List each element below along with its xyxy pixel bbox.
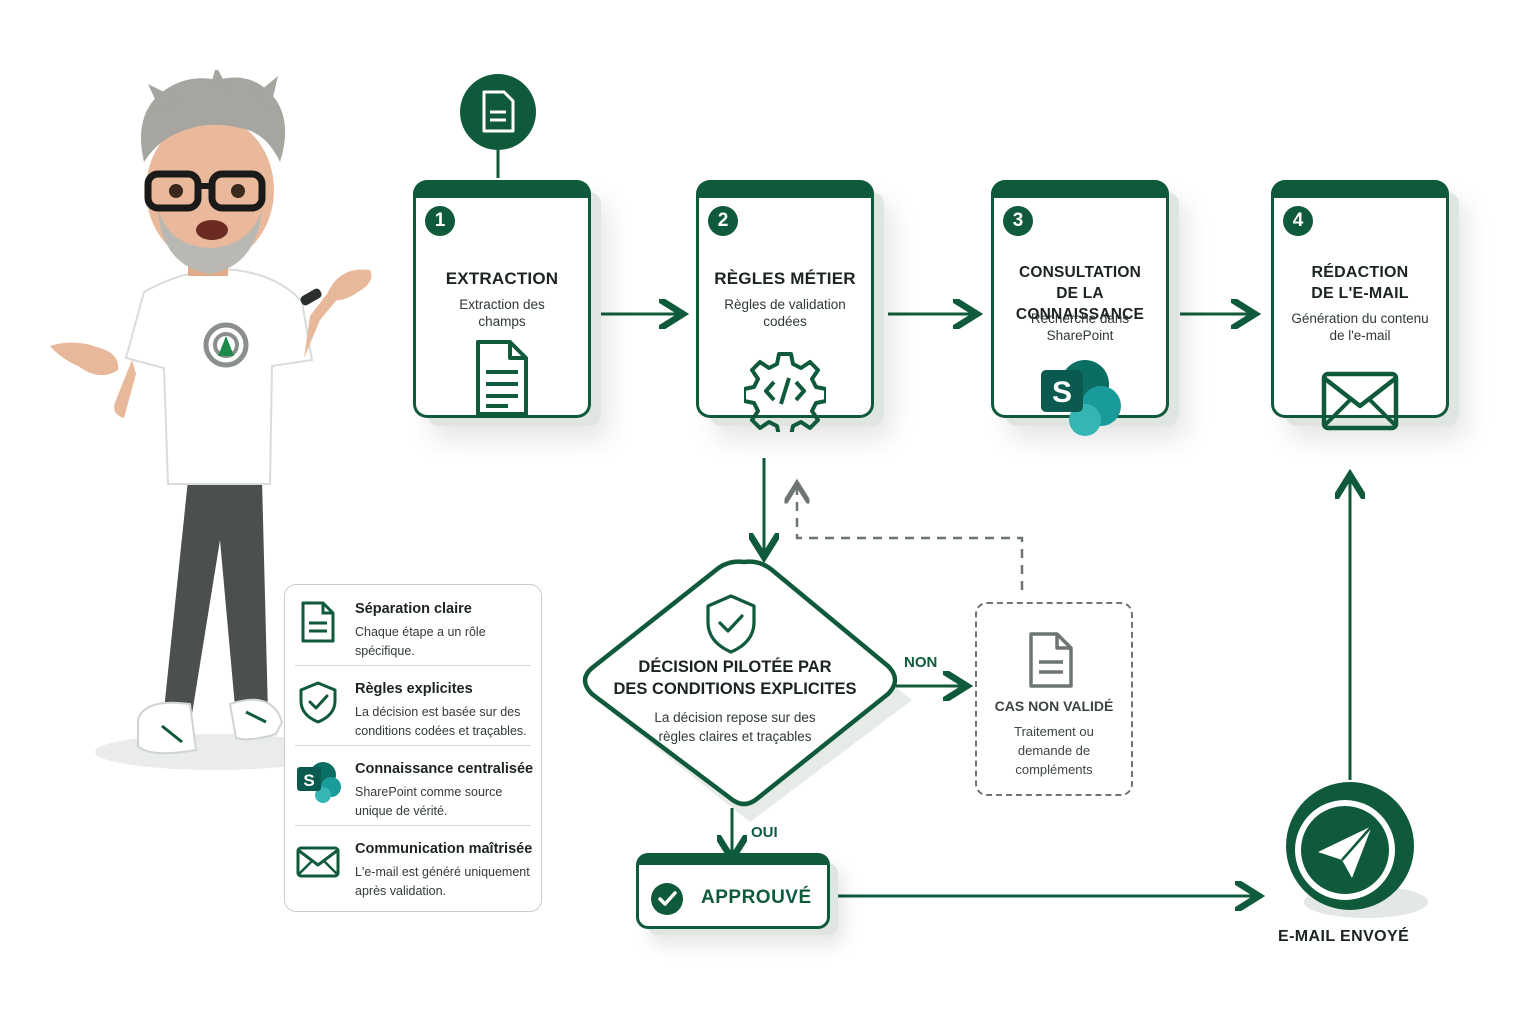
presenter-avatar — [50, 70, 372, 770]
legend-desc: Chaque étape a un rôle spécifique. — [355, 625, 486, 658]
send-badge — [1286, 782, 1428, 918]
paper-plane-icon — [1318, 825, 1373, 878]
approved-label: APPROUVÉ — [701, 887, 812, 908]
step-card-email-drafting: 4 RÉDACTION DE L'E-MAIL Génération du co… — [1271, 180, 1449, 431]
shield-check-icon — [706, 594, 756, 654]
step-title-line1: RÉDACTION — [1311, 264, 1409, 281]
legend-divider — [295, 665, 531, 666]
document-icon — [1029, 632, 1073, 688]
step-title: CONSULTATION DE LA CONNAISSANCE — [1002, 262, 1158, 325]
step-title-line2: DE L'E-MAIL — [1311, 285, 1409, 302]
arrow-rejected-loop — [797, 486, 1024, 590]
legend-item-communication: Communication maîtrisée L'e-mail est gén… — [285, 825, 543, 905]
step-title: RÉDACTION DE L'E-MAIL — [1282, 262, 1438, 304]
step-title: EXTRACTION — [445, 269, 559, 288]
legend-desc: L'e-mail est généré uniquement après val… — [355, 865, 530, 898]
step-number: 2 — [708, 206, 738, 236]
principles-legend: Séparation claire Chaque étape a un rôle… — [284, 584, 542, 912]
svg-text:S: S — [1052, 376, 1072, 409]
legend-desc: SharePoint comme source unique de vérité… — [355, 785, 503, 818]
envelope-icon — [296, 846, 340, 878]
step-subtitle: Extraction des champs — [459, 297, 545, 329]
legend-title: Connaissance centralisée — [355, 761, 534, 777]
legend-item-separation: Séparation claire Chaque étape a un rôle… — [285, 585, 543, 665]
legend-item-rules: Règles explicites La décision est basée … — [285, 665, 543, 745]
document-lines-icon — [476, 340, 528, 416]
document-icon — [301, 601, 335, 643]
rejected-subtitle: Traitement ou demande de compléments — [1014, 724, 1094, 777]
rejected-title: CAS NON VALIDÉ — [994, 698, 1114, 714]
step-subtitle: Règles de validation codées — [724, 297, 846, 329]
sharepoint-icon: S — [1041, 360, 1121, 436]
no-label: NON — [904, 654, 938, 671]
yes-label: OUI — [751, 824, 778, 841]
decision-title: DÉCISION PILOTÉE PAR DES CONDITIONS EXPL… — [610, 656, 860, 700]
decision-title-line2: DES CONDITIONS EXPLICITES — [613, 680, 857, 698]
shield-check-icon — [299, 681, 337, 724]
step-number: 4 — [1283, 206, 1313, 236]
decision-subtitle: La décision repose sur des règles claire… — [654, 710, 816, 744]
legend-title: Communication maîtrisée — [355, 841, 533, 857]
email-sent-label: E-MAIL ENVOYÉ — [1278, 928, 1410, 945]
sharepoint-icon: S — [297, 762, 341, 803]
legend-title: Séparation claire — [355, 601, 472, 617]
legend-desc: La décision est basée sur des conditions… — [355, 705, 527, 738]
check-circle-icon — [651, 883, 683, 915]
approved-box: APPROUVÉ — [636, 853, 830, 929]
step-card-extraction: 1 EXTRACTION Extraction des champs — [413, 180, 591, 418]
envelope-icon — [1321, 371, 1399, 431]
step-number: 1 — [425, 206, 455, 236]
legend-divider — [295, 745, 531, 746]
decision-text: DÉCISION PILOTÉE PAR DES CONDITIONS EXPL… — [610, 656, 860, 746]
legend-item-knowledge: S Connaissance centralisée SharePoint co… — [285, 745, 543, 825]
decision-title-line1: DÉCISION PILOTÉE PAR — [638, 658, 832, 676]
step-card-business-rules: 2 RÈGLES MÉTIER Règles de validation cod… — [696, 180, 874, 432]
legend-divider — [295, 825, 531, 826]
step-title: RÈGLES MÉTIER — [714, 269, 856, 288]
legend-title: Règles explicites — [355, 681, 473, 697]
rejected-case-box: CAS NON VALIDÉ Traitement ou demande de … — [975, 602, 1133, 796]
top-document-badge — [460, 74, 536, 178]
step-title-line2: DE LA CONNAISSANCE — [1015, 285, 1145, 323]
step-subtitle: Génération du contenu de l'e-mail — [1291, 311, 1429, 343]
step-number: 3 — [1003, 206, 1033, 236]
step-subtitle: Recherche dans SharePoint — [1030, 311, 1130, 343]
decision-diamond — [582, 559, 912, 822]
gear-code-icon — [744, 352, 826, 432]
step-card-knowledge: 3 CONSULTATION DE LA CONNAISSANCE Recher… — [991, 180, 1169, 436]
step-title-line1: CONSULTATION — [1018, 264, 1142, 281]
svg-text:S: S — [303, 771, 314, 790]
